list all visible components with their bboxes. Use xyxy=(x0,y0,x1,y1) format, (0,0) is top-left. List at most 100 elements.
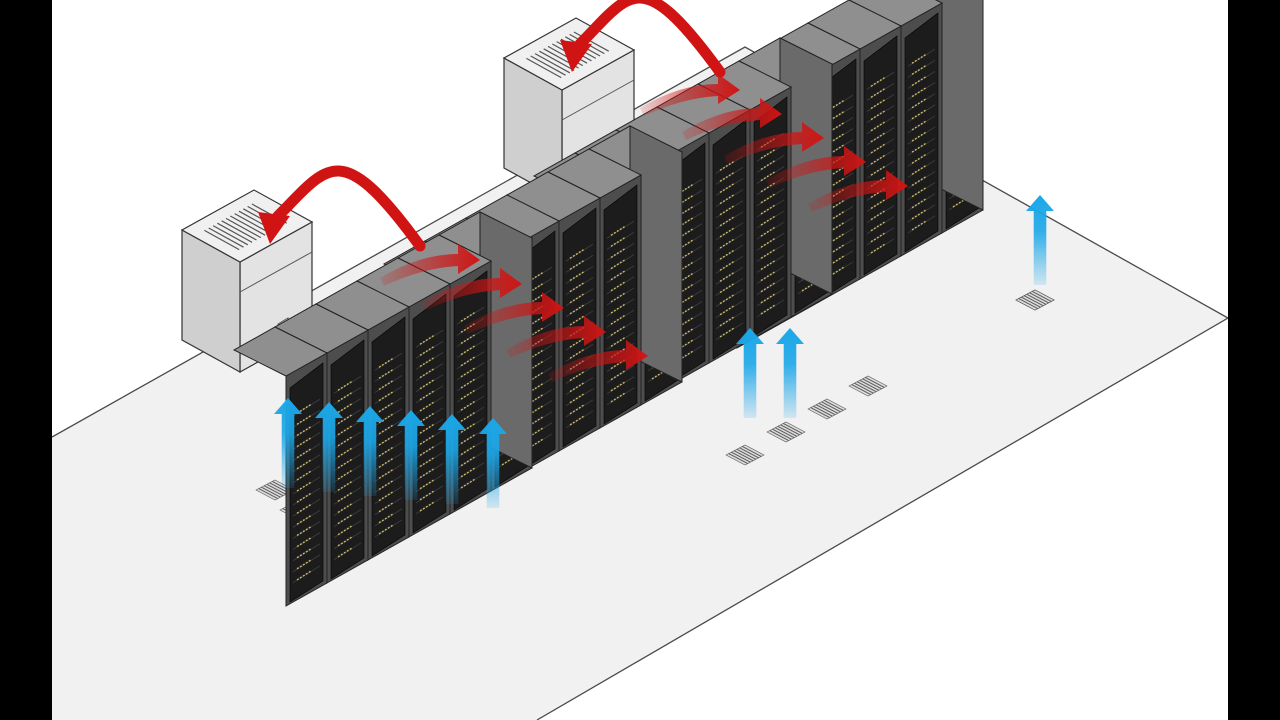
server-led xyxy=(569,415,585,426)
crac-grille-slat xyxy=(530,55,566,76)
server-rack xyxy=(546,148,643,429)
server-led xyxy=(460,478,476,489)
server-led xyxy=(460,467,476,478)
server-led xyxy=(678,239,694,250)
server-led xyxy=(569,337,585,348)
server-led xyxy=(678,283,694,294)
server-led xyxy=(760,171,776,182)
server-led xyxy=(829,99,845,110)
server-led xyxy=(870,87,886,98)
server-led xyxy=(528,271,544,282)
server-led xyxy=(296,403,312,414)
server-led xyxy=(460,345,476,356)
vent-tile xyxy=(807,398,847,420)
server-led xyxy=(829,110,845,121)
server-led xyxy=(911,87,927,98)
server-led xyxy=(460,389,476,400)
server-led xyxy=(870,243,886,254)
crac-grille-slat xyxy=(225,217,262,239)
server-led xyxy=(337,503,353,514)
server-led xyxy=(678,317,694,328)
rack-door xyxy=(753,96,788,337)
hot-air-arrow xyxy=(464,292,564,334)
crac-grille-slat xyxy=(208,227,244,248)
hot-air-return xyxy=(574,0,726,78)
server-led xyxy=(337,436,353,447)
server-led xyxy=(378,424,394,435)
server-led xyxy=(378,435,394,446)
server-led xyxy=(460,378,476,389)
server-led xyxy=(337,414,353,425)
server-led xyxy=(829,144,845,155)
server-led xyxy=(870,199,886,210)
vent-tile xyxy=(848,375,888,397)
server-led xyxy=(610,281,626,292)
server-led xyxy=(829,233,845,244)
server-led xyxy=(296,481,312,492)
rack-door xyxy=(603,184,638,425)
server-led xyxy=(460,311,476,322)
server-led xyxy=(911,142,927,153)
server-led xyxy=(911,220,927,231)
hot-air-arrow xyxy=(548,340,648,382)
vent-tile xyxy=(725,444,765,466)
server-led xyxy=(296,570,312,581)
cold-air-arrow xyxy=(356,406,384,496)
server-led xyxy=(678,328,694,339)
server-rack xyxy=(273,303,370,584)
server-led xyxy=(911,109,927,120)
server-led xyxy=(528,382,544,393)
server-led xyxy=(460,422,476,433)
server-led xyxy=(870,99,886,110)
crac-grille-slat xyxy=(573,31,610,52)
server-led xyxy=(337,514,353,525)
crac-grille-slat xyxy=(221,220,257,241)
server-led xyxy=(829,266,845,277)
server-led xyxy=(911,53,927,64)
server-led xyxy=(870,210,886,221)
server-led xyxy=(678,206,694,217)
server-led xyxy=(911,98,927,109)
server-led xyxy=(719,294,735,305)
server-led xyxy=(678,261,694,272)
server-led xyxy=(419,501,435,512)
server-led xyxy=(610,381,626,392)
server-led xyxy=(678,228,694,239)
crac-grille-slat xyxy=(217,222,253,243)
server-led xyxy=(296,514,312,525)
rack-door xyxy=(863,35,898,276)
server-led xyxy=(870,154,886,165)
crac-unit-left xyxy=(180,189,314,374)
server-led xyxy=(678,294,694,305)
server-led xyxy=(760,304,776,315)
server-led xyxy=(829,166,845,177)
hot-air-return-head xyxy=(560,40,592,72)
cold-air-arrow xyxy=(438,414,466,504)
server-led xyxy=(296,426,312,437)
server-led xyxy=(528,282,544,293)
server-led xyxy=(296,559,312,570)
server-led xyxy=(337,536,353,547)
server-led xyxy=(378,357,394,368)
server-led xyxy=(378,513,394,524)
server-led xyxy=(460,334,476,345)
server-led xyxy=(337,525,353,536)
server-led xyxy=(460,411,476,422)
server-rack xyxy=(930,0,984,234)
server-led xyxy=(419,434,435,445)
server-led xyxy=(870,110,886,121)
hot-air-arrow xyxy=(682,98,782,140)
server-led xyxy=(719,327,735,338)
cold-air-arrow xyxy=(315,402,343,492)
server-led xyxy=(651,369,667,380)
server-rack xyxy=(847,0,944,257)
server-led xyxy=(678,194,694,205)
rack-door xyxy=(371,316,406,557)
crac-units xyxy=(180,17,636,374)
server-led xyxy=(829,210,845,221)
server-led xyxy=(760,148,776,159)
hot-air-arrow xyxy=(380,244,480,286)
server-led xyxy=(952,197,968,208)
server-led xyxy=(678,250,694,261)
